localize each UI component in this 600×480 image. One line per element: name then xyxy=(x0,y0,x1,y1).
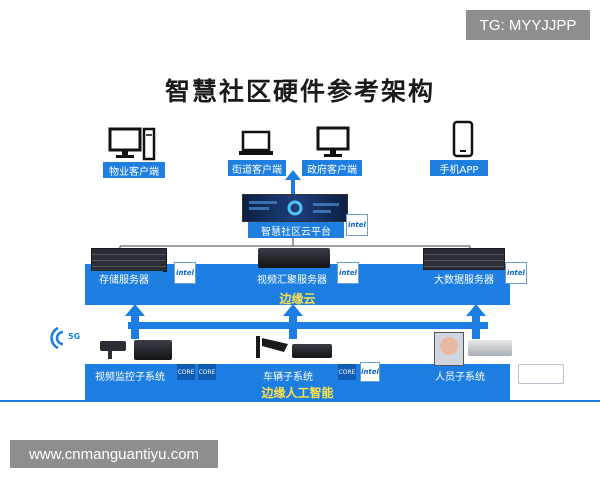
cloud-platform-screen xyxy=(242,194,348,222)
laptop-icon xyxy=(239,130,273,155)
surveillance-camera-icon xyxy=(100,341,126,359)
client-label-property: 物业客户端 xyxy=(103,162,165,178)
personnel-gateway-device xyxy=(468,340,512,356)
intel-badge-platform: intel xyxy=(346,214,368,236)
nvr-box-device xyxy=(134,340,172,360)
watermark-tag: TG: MYYJJPP xyxy=(466,10,590,40)
footer-url: www.cnmanguantiyu.com xyxy=(10,440,218,468)
monitor-icon xyxy=(316,126,350,157)
intel-badge-storage: intel xyxy=(174,262,196,284)
intel-badge-vehicle: intel xyxy=(360,362,380,382)
server-label-storage: 存储服务器 xyxy=(85,271,163,286)
traffic-camera-icon xyxy=(256,336,288,358)
mobile-phone-icon xyxy=(452,120,474,158)
face-icon xyxy=(440,337,458,355)
core-badge-2: CORE xyxy=(198,364,216,380)
signal-5g-label: 5G xyxy=(68,332,81,341)
storage-server-device xyxy=(91,248,167,272)
desktop-computer-icon xyxy=(108,127,156,161)
client-label-street: 街道客户端 xyxy=(228,160,286,176)
wireless-signal-icon xyxy=(50,326,64,350)
core-badge-1: CORE xyxy=(177,364,195,380)
video-aggregation-server-device xyxy=(258,248,330,268)
server-label-big-data: 大数据服务器 xyxy=(428,271,500,286)
intel-badge-big-data: intel xyxy=(505,262,527,284)
cloud-platform-label: 智慧社区云平台 xyxy=(248,222,344,238)
diagram-title: 智慧社区硬件参考架构 xyxy=(164,77,435,106)
client-label-mobile-app: 手机APP xyxy=(430,160,488,176)
edge-ai-band-label: 边缘人工智能 xyxy=(261,386,334,400)
face-terminal-device xyxy=(434,332,464,366)
subsystem-label-video-surveillance: 视频监控子系统 xyxy=(90,368,170,383)
edge-cloud-band-label: 边缘云 xyxy=(279,292,316,306)
client-label-government: 政府客户端 xyxy=(302,160,362,176)
vehicle-gateway-device xyxy=(292,344,332,358)
subsystem-label-vehicle: 车辆子系统 xyxy=(250,368,326,383)
bottom-rule xyxy=(0,400,600,402)
intel-badge-video-aggregation: intel xyxy=(337,262,359,284)
big-data-server-device xyxy=(423,248,505,270)
dashboard-chart-icon xyxy=(249,200,339,216)
subsystem-label-personnel: 人员子系统 xyxy=(424,368,496,383)
core-badge-3: CORE xyxy=(338,364,356,380)
server-label-video-aggregation: 视频汇聚服务器 xyxy=(250,271,334,286)
brand-logo xyxy=(518,364,564,384)
